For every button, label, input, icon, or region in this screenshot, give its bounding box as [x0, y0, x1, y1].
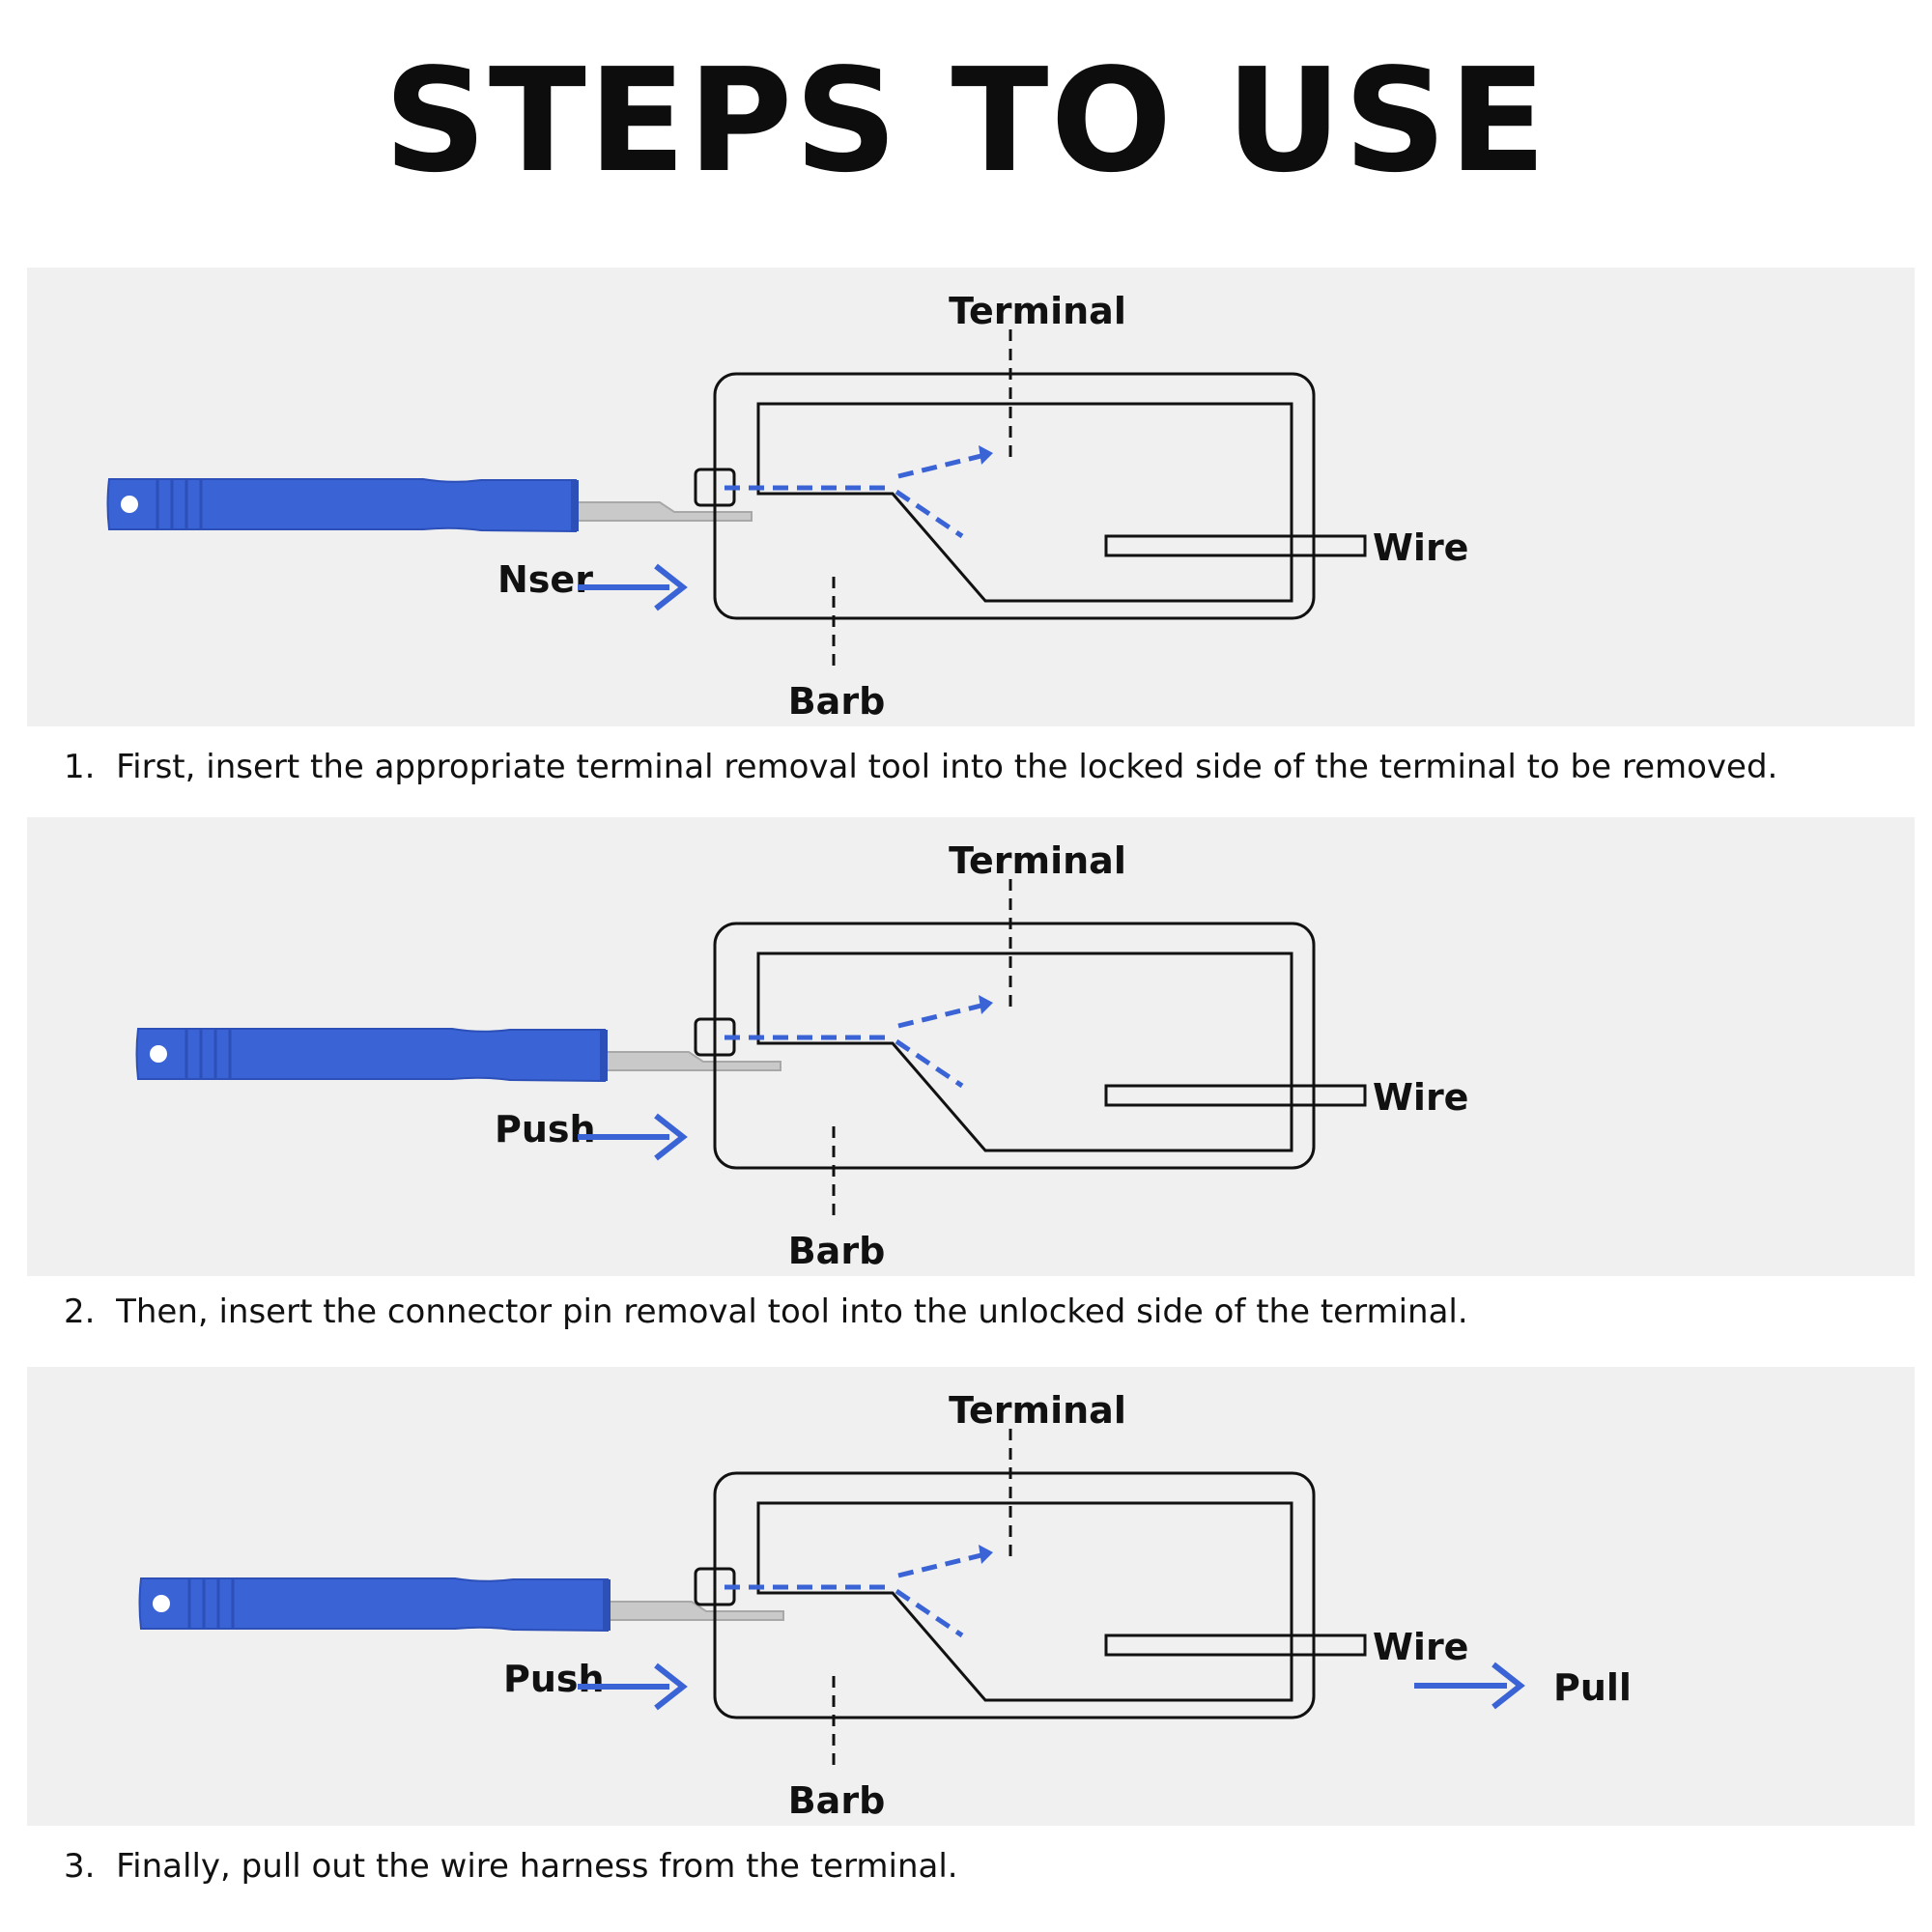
step-1-tool-cap — [571, 480, 579, 531]
step-1-push-arrow-head — [654, 563, 688, 611]
step-2-label-action: Push — [495, 1108, 596, 1151]
step-1-terminal-outline — [756, 402, 1293, 603]
step-1-number: 1. — [64, 748, 96, 786]
step-2-label-terminal: Terminal — [949, 839, 1126, 882]
step-3-tool-handle — [138, 1577, 609, 1633]
step-2-wire — [1104, 1084, 1367, 1107]
step-3-number: 3. — [64, 1847, 96, 1886]
step-3-pull-arrow-head — [1492, 1662, 1525, 1710]
step-1-text: First, insert the appropriate terminal r… — [116, 748, 1778, 786]
step-2-number: 2. — [64, 1293, 96, 1331]
step-2-removal-tool — [135, 1028, 781, 1083]
step-1-tool-handle — [106, 478, 577, 533]
step-3-terminal-outline — [756, 1501, 1293, 1702]
step-1-barb-dash-up — [897, 452, 986, 479]
step-3-label-action: Push — [503, 1658, 605, 1700]
step-2-barb-dash-down — [895, 1038, 964, 1089]
step-3-label-barb: Barb — [788, 1779, 886, 1822]
step-2-label-wire: Wire — [1373, 1076, 1468, 1119]
step-1-barb-arrow-tip — [979, 445, 993, 465]
step-3-label-terminal: Terminal — [949, 1389, 1126, 1432]
step-1-label-terminal: Terminal — [949, 290, 1126, 332]
step-2-tool-handle — [135, 1028, 606, 1083]
step-2-push-arrow-head — [654, 1113, 688, 1161]
step-3-barb-arrow-tip — [979, 1545, 993, 1564]
step-3-connector-housing — [713, 1471, 1316, 1719]
step-3-pull-arrow — [1414, 1662, 1525, 1710]
step-3-text: Finally, pull out the wire harness from … — [116, 1847, 958, 1886]
step-2-connector-housing — [713, 922, 1316, 1170]
step-3-instruction: 3. Finally, pull out the wire harness fr… — [64, 1845, 958, 1888]
step-3-barb-dash-up — [897, 1551, 986, 1578]
step-2-tool-blade — [606, 1051, 781, 1071]
step-1-removal-tool — [106, 478, 753, 533]
step-3-tool-hole-icon — [153, 1595, 170, 1612]
step-3-wire — [1104, 1634, 1367, 1657]
step-2-instruction: 2. Then, insert the connector pin remova… — [64, 1291, 1468, 1333]
step-1-label-action: Nser — [497, 558, 593, 601]
step-3-removal-tool — [138, 1577, 784, 1633]
step-2-barb-dash-up — [897, 1002, 986, 1029]
step-2-text: Then, insert the connector pin removal t… — [116, 1293, 1468, 1331]
step-3-label-wire: Wire — [1373, 1626, 1468, 1668]
step-2-tool-cap — [600, 1030, 608, 1081]
step-1-label-wire: Wire — [1373, 526, 1468, 569]
step-3-push-arrow-head — [654, 1662, 688, 1711]
step-2-tool-hole-icon — [150, 1045, 167, 1063]
step-2-barb-arrow-tip — [979, 995, 993, 1014]
step-1-tool-hole-icon — [121, 496, 138, 513]
step-1-wire — [1104, 534, 1367, 557]
step-2-terminal-outline — [756, 952, 1293, 1152]
step-1-instruction: 1. First, insert the appropriate termina… — [64, 746, 1777, 788]
step-1-connector-housing — [713, 372, 1316, 620]
step-1-push-arrow — [578, 563, 688, 611]
step-2-label-barb: Barb — [788, 1230, 886, 1272]
step-3-barb-dash-down — [895, 1588, 964, 1638]
step-3-push-arrow — [578, 1662, 688, 1711]
page-title: STEPS TO USE — [384, 38, 1548, 204]
step-3-tool-cap — [603, 1579, 611, 1631]
step-2-push-arrow — [578, 1113, 688, 1161]
step-1-label-barb: Barb — [788, 680, 886, 723]
step-3-label-pull: Pull — [1553, 1666, 1632, 1709]
step-1-barb-dash-down — [895, 489, 964, 539]
